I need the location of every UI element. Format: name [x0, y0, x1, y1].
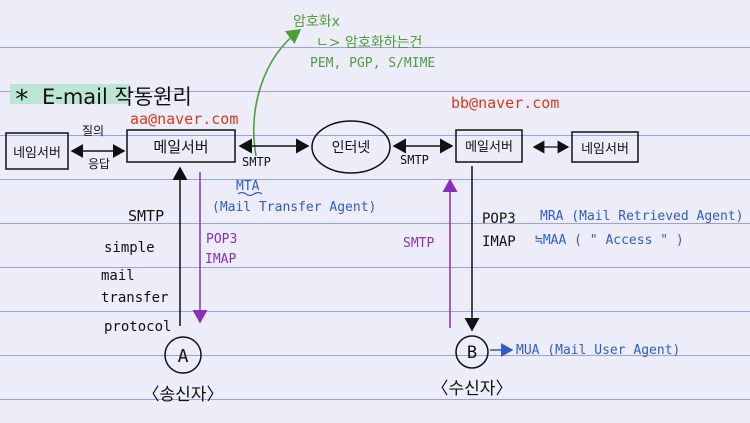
sender-node-label: A: [178, 346, 189, 367]
mail-server-right-box: [455, 129, 523, 163]
dns-right-box: [571, 131, 639, 163]
smtp-vertical-right: SMTP: [403, 236, 434, 251]
response-label: 응답: [88, 157, 110, 171]
mta-expansion: (Mail Transfer Agent): [212, 200, 376, 215]
encryption-arrow: [253, 29, 302, 157]
smtp-vertical-left: SMTP: [128, 207, 164, 225]
dns-left-label: 네임서버: [13, 146, 61, 161]
smtp-expansion-3: transfer: [101, 290, 168, 306]
imap-right-label: IMAP: [482, 234, 516, 250]
encryption-sub: ㄴ> 암호화하는건: [316, 35, 422, 51]
mail-server-right-label: 메일서버: [465, 140, 513, 155]
sender-caption: 〈송신자〉: [143, 385, 224, 405]
dns-left-box: [5, 132, 69, 170]
mta-label: MTA: [236, 179, 260, 194]
title-star: *: [14, 85, 30, 115]
imap-left-label: IMAP: [205, 252, 236, 267]
receiver-caption: 〈수신자〉: [432, 379, 513, 399]
sender-circle: [164, 336, 202, 374]
pop3-left-label: POP3: [206, 232, 237, 247]
mua-label: MUA (Mail User Agent): [516, 343, 680, 358]
receiver-circle: [455, 335, 489, 369]
title-text: E-mail 작동원리: [42, 85, 192, 109]
smtp-expansion-4: protocol: [104, 319, 171, 335]
smtp-left-label: SMTP: [242, 155, 271, 169]
encryption-methods: PEM, PGP, S/MIME: [310, 56, 435, 71]
encryption-title: 암호화x: [293, 14, 340, 30]
smtp-expansion-1: simple: [104, 240, 155, 256]
smtp-right-label: SMTP: [400, 153, 429, 167]
internet-ellipse: [311, 120, 391, 174]
maa-label: ≒MAA ( " Access " ): [535, 233, 684, 248]
mail-server-left-label: 메일서버: [153, 138, 208, 156]
mta-underline: [237, 191, 263, 197]
smtp-expansion-2: mail: [101, 268, 135, 284]
query-label: 질의: [82, 124, 104, 138]
title-highlight: [10, 84, 130, 104]
mail-server-left-box: [126, 129, 236, 163]
mra-label: MRA (Mail Retrieved Agent): [540, 209, 744, 224]
receiver-node-label: B: [467, 343, 477, 363]
email-a: aa@naver.com: [130, 110, 238, 128]
dns-right-label: 네임서버: [581, 142, 629, 157]
pop3-right-label: POP3: [482, 211, 516, 227]
internet-label: 인터넷: [332, 140, 371, 156]
email-b: bb@naver.com: [451, 94, 559, 112]
